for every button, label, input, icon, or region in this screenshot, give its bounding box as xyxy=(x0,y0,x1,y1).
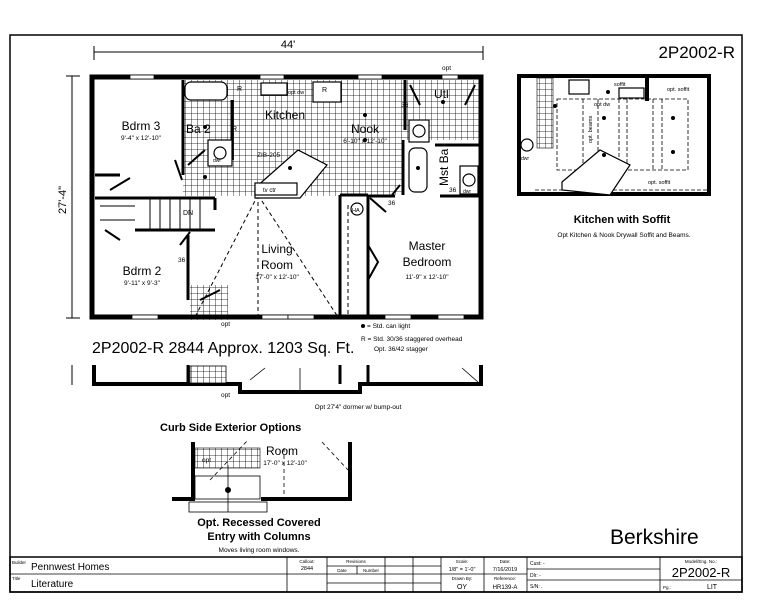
width-label: 44' xyxy=(281,39,295,51)
date-label: Date: xyxy=(500,559,511,564)
opt-soffit-label: opt. soffit xyxy=(667,87,690,93)
can-light-legend-icon xyxy=(361,324,365,328)
room-bdrm2-size: 9'-11" x 9'-3" xyxy=(124,280,161,287)
fridge-label: R xyxy=(237,86,242,93)
scale-value: 1/8" = 1'-0" xyxy=(449,567,476,573)
door-36-master: 36 xyxy=(388,200,396,207)
door-36-utl: 36 xyxy=(401,102,409,109)
ha-label: HA xyxy=(352,208,360,214)
opt-soffit-label-2: opt. soffit xyxy=(648,180,671,186)
room-nook: Nook xyxy=(351,122,380,136)
soffit-label: soffit xyxy=(614,82,626,88)
room-bdrm3-size: 9'-4" x 12'-10" xyxy=(121,135,162,142)
drawn-by-value: OY xyxy=(457,584,467,591)
room-master-line2: Bedroom xyxy=(403,255,452,269)
dwr-label: dwr xyxy=(213,158,221,164)
entry-title-2: Entry with Columns xyxy=(207,531,310,543)
curb-side-plan xyxy=(172,439,352,513)
legend-overhead: R = Std. 30/36 staggered overhead xyxy=(361,336,463,343)
room-bdrm2: Bdrm 2 xyxy=(123,264,162,278)
room-mst-ba: Mst Ba xyxy=(437,148,451,186)
builder-value: Pennwest Homes xyxy=(31,562,109,573)
curb-side-title: Curb Side Exterior Options xyxy=(160,422,301,434)
soffit-opt-dw-label: opt dw xyxy=(594,102,610,108)
dlr-field: Dlr: - xyxy=(530,573,541,579)
fridge-label-2: R xyxy=(232,126,237,133)
room-utl: Utl xyxy=(434,87,449,101)
room-living: Living xyxy=(261,242,292,256)
room-bdrm3: Bdrm 3 xyxy=(122,119,161,133)
callout-label: Callout: xyxy=(299,559,314,564)
title-value: Literature xyxy=(31,579,74,590)
opt-door-label: opt xyxy=(221,321,230,328)
curb-opt-label: opt xyxy=(202,457,211,464)
stair-down-label: DN xyxy=(183,210,193,217)
plan-caption: 2P2002-R 2844 Approx. 1203 Sq. Ft. xyxy=(92,340,354,357)
fridge-label-3: R xyxy=(322,87,327,94)
room-living-line2: Room xyxy=(261,258,293,272)
entry-title-1: Opt. Recessed Covered xyxy=(197,517,321,529)
depth-label: 27'-4" xyxy=(57,186,69,214)
depth-dimension xyxy=(66,75,80,385)
revisions-number-col: Number xyxy=(363,568,380,573)
main-floor-plan xyxy=(88,74,485,320)
kitchen-soffit-title: Kitchen with Soffit xyxy=(574,214,671,226)
entry-note: Moves living room windows. xyxy=(219,547,300,554)
curb-room-size: 17'-0" x 12'-10" xyxy=(263,460,307,467)
title-block xyxy=(9,556,743,593)
callout-value: 2844 xyxy=(301,566,313,572)
kitchen-soffit-plan xyxy=(517,74,711,196)
revisions-label: Revisions xyxy=(346,559,366,564)
curb-room-label: Room xyxy=(266,444,298,458)
cust-field: Cust: - xyxy=(530,561,545,567)
model-code-header: 2P2002-R xyxy=(658,43,735,62)
room-kitchen: Kitchen xyxy=(265,108,305,122)
room-nook-size: 6'-10" x 12'-10" xyxy=(343,138,387,145)
drawn-by-label: Drawn By: xyxy=(452,576,473,581)
date-value: 7/16/2019 xyxy=(493,567,517,573)
tv-ctr-label: tv ctr xyxy=(263,188,276,194)
room-master-size: 11'-9" x 12'-10" xyxy=(405,274,449,281)
room-living-size: 17'-0" x 12'-10" xyxy=(255,274,299,281)
opt-dw-label: opt dw xyxy=(288,90,304,96)
dormer-strip xyxy=(92,365,483,394)
width-dimension xyxy=(93,46,484,60)
scale-label: Scale: xyxy=(456,559,469,564)
opt-door-label-2: opt xyxy=(221,392,230,399)
can-lights xyxy=(203,100,445,179)
zib-label: ZIB-205 xyxy=(257,152,281,159)
opt-window-label: opt xyxy=(442,65,451,72)
kitchen-soffit-subtitle: Opt Kitchen & Nook Drywall Soffit and Be… xyxy=(557,232,690,239)
page-value: LIT xyxy=(707,584,718,591)
reference-label: Reference: xyxy=(494,576,516,581)
door-36-bdrm2: 36 xyxy=(178,257,186,264)
door-36-mst-ba: 36 xyxy=(449,187,457,194)
page-label: Pg.: xyxy=(663,585,671,590)
reference-value: HR139-A xyxy=(493,585,518,591)
model-eng-label: Model/Eng. No.: xyxy=(685,559,717,564)
opt-beams-label: opt. beams xyxy=(588,116,594,143)
model-name: Berkshire xyxy=(610,526,699,549)
model-eng-value: 2P2002-R xyxy=(672,565,731,580)
builder-label: Builder xyxy=(12,560,27,565)
legend-can-light: = Std. can light xyxy=(367,323,410,330)
dwr-label-2: dwr xyxy=(463,189,471,195)
legend-stagger: Opt. 36/42 stagger xyxy=(374,346,429,353)
room-master: Master xyxy=(409,239,446,253)
soffit-dwr-label: dwr xyxy=(521,156,529,162)
dormer-note: Opt 27'4" dormer w/ bump-out xyxy=(315,404,402,411)
title-label: Title xyxy=(12,576,21,581)
room-ba2: Ba 2 xyxy=(186,122,211,136)
sn-field: S/N: . xyxy=(530,584,543,590)
revisions-date-col: Date xyxy=(337,568,347,573)
